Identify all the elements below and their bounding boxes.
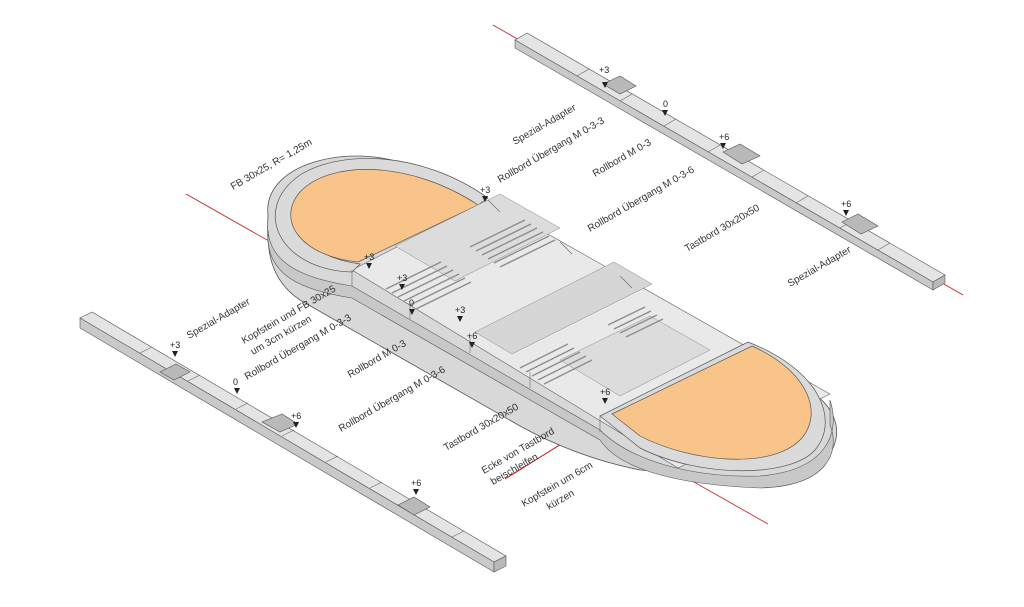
bl-mark-0: 0 bbox=[233, 377, 238, 387]
bottom-left-curb-strip bbox=[79, 311, 507, 573]
c-mark-plus3-top: +3 bbox=[480, 185, 490, 195]
tr-mark-plus6-a: +6 bbox=[719, 132, 729, 142]
c-mark-plus6-a: +6 bbox=[467, 331, 477, 341]
tr-mark-0: 0 bbox=[663, 99, 668, 109]
bl-mark-plus3: +3 bbox=[170, 340, 180, 350]
top-right-curb-strip bbox=[514, 32, 946, 291]
bl-mark-plus6-a: +6 bbox=[291, 411, 301, 421]
left-orange-surface bbox=[290, 169, 479, 263]
right-orange-surface bbox=[611, 345, 812, 460]
c-mark-plus3-a: +3 bbox=[397, 273, 407, 283]
tr-label-rollbord-m03: Rollbord M 0-3 bbox=[591, 137, 654, 180]
tr-label-spezial-adapter-2: Spezial-Adapter bbox=[786, 244, 854, 289]
c-mark-plus3-b: +3 bbox=[455, 305, 465, 315]
c-label-tastbord: Tastbord 30x20x50 bbox=[442, 402, 521, 454]
c-mark-plus3-left: +3 bbox=[364, 252, 374, 262]
c-mark-0: 0 bbox=[409, 298, 414, 308]
tr-mark-plus3: +3 bbox=[599, 65, 609, 75]
tr-mark-plus6-b: +6 bbox=[841, 199, 851, 209]
tr-label-tastbord: Tastbord 30x20x50 bbox=[683, 203, 762, 255]
elevation-arrows bbox=[172, 82, 849, 495]
c-mark-plus6-b: +6 bbox=[600, 387, 610, 397]
tactile-strips bbox=[385, 219, 664, 385]
bl-mark-plus6-b: +6 bbox=[411, 478, 421, 488]
center-island bbox=[267, 155, 837, 489]
